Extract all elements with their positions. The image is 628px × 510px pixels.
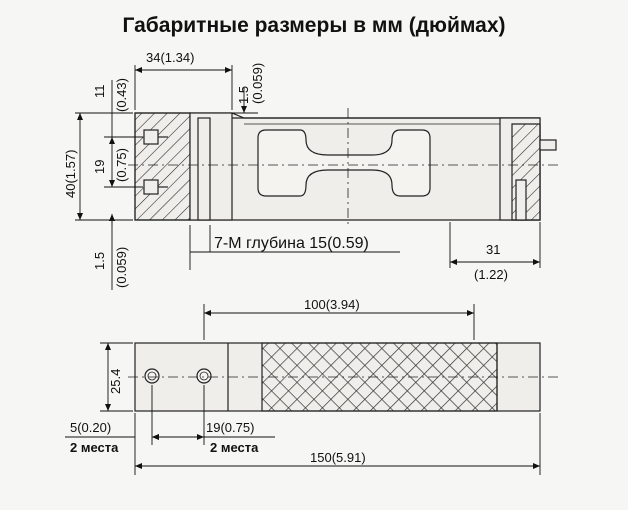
mount-holes-side — [143, 129, 168, 195]
dim-150: 150(5.91) — [310, 450, 366, 465]
diagram-title: Габаритные размеры в мм (дюймах) — [122, 14, 506, 37]
dim-1-5-bottom: 1.5 — [92, 252, 107, 270]
dim-25-4: 25.4 — [108, 369, 123, 394]
top-view — [128, 342, 560, 412]
mount-hole-1 — [144, 368, 160, 384]
dim-31: 31 — [486, 242, 500, 257]
dim-34: 34(1.34) — [146, 50, 194, 65]
dim-1-5-top-inch: (0.059) — [250, 63, 265, 104]
cable-stub — [539, 139, 557, 151]
side-view — [128, 108, 560, 225]
label-2-places-a: 2 места — [70, 440, 119, 455]
dim-11-inch: (0.43) — [114, 78, 129, 112]
top-view-dimensions — [65, 304, 541, 475]
dim-40: 40(1.57) — [63, 150, 78, 198]
dim-100: 100(3.94) — [304, 297, 360, 312]
dim-5: 5(0.20) — [70, 420, 111, 435]
mount-hole-2 — [196, 368, 212, 384]
thread-note: 7-М глубина 15(0.59) — [214, 235, 369, 252]
left-hatched-section — [134, 112, 191, 221]
dim-19: 19 — [92, 160, 107, 174]
dim-11: 11 — [92, 85, 107, 99]
dim-19-top: 19(0.75) — [206, 420, 254, 435]
dim-1-5-top: 1.5 — [236, 86, 251, 104]
side-view-dimensions — [75, 65, 541, 290]
label-2-places-b: 2 места — [210, 440, 259, 455]
strain-gauge-cutout — [257, 129, 431, 197]
dim-31-inch: (1.22) — [474, 267, 508, 282]
dim-19-inch: (0.75) — [114, 148, 129, 182]
dim-1-5-bottom-inch: (0.059) — [114, 247, 129, 288]
